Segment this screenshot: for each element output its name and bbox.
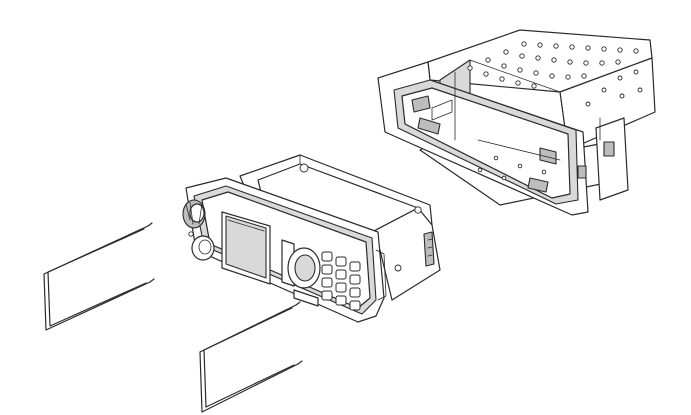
removal-key-lower [199, 301, 303, 413]
mounting-sleeve-frame [377, 29, 656, 216]
removal-key-upper [43, 222, 155, 331]
radio-unit-with-chassis [182, 154, 441, 323]
